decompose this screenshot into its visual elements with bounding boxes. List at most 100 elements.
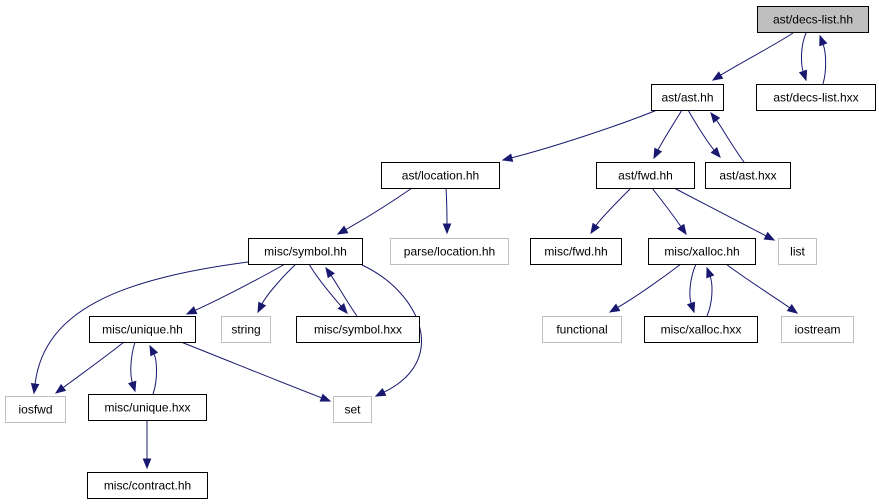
edge-ast-hh-to-fwd-hh (653, 109, 683, 160)
edge-line (687, 109, 715, 151)
edge-symbol-hxx-to-symbol-hh (325, 266, 358, 317)
node-label: ast/location.hh (402, 169, 479, 183)
node-ast-ast-hh[interactable]: ast/ast.hh (651, 84, 724, 111)
node-misc-unique-hh[interactable]: misc/unique.hh (89, 316, 196, 343)
node-box (5, 396, 66, 423)
arrowhead-icon (608, 303, 621, 313)
node-box (705, 162, 791, 189)
node-label: misc/xalloc.hxx (661, 323, 742, 337)
node-list[interactable]: list (778, 238, 817, 265)
node-box (333, 396, 372, 423)
arrowhead-icon (374, 387, 387, 397)
node-box (248, 238, 363, 265)
edge-unique-hh-to-set (180, 341, 332, 402)
edge-line (617, 263, 682, 308)
arrowhead-icon (54, 383, 67, 394)
node-label: iosfwd (18, 403, 52, 417)
arrowhead-icon (319, 393, 332, 402)
arrowhead-icon (763, 231, 776, 241)
node-misc-contract-hh[interactable]: misc/contract.hh (87, 472, 208, 499)
node-misc-symbol-hh[interactable]: misc/symbol.hh (248, 238, 363, 265)
arrowhead-icon (325, 266, 335, 279)
node-label: misc/fwd.hh (544, 245, 607, 259)
arrowhead-icon (442, 223, 452, 235)
edge-fwd-hh-to-misc-fwd-hh (590, 187, 632, 235)
node-ast-ast-hxx[interactable]: ast/ast.hxx (705, 162, 791, 189)
node-set[interactable]: set (333, 396, 372, 423)
node-label: functional (556, 323, 607, 337)
edge-fwd-hh-to-list (673, 187, 776, 241)
edge-unique-hxx-to-unique-hh (149, 344, 159, 395)
edge-unique-hh-to-unique-hxx (128, 341, 137, 393)
node-misc-xalloc-hh[interactable]: misc/xalloc.hh (648, 238, 756, 265)
node-label: misc/symbol.hh (264, 245, 347, 259)
arrowhead-icon (710, 146, 721, 159)
edge-ast-hxx-to-ast-hh (710, 111, 745, 163)
node-box (596, 162, 695, 189)
edge-xalloc-hxx-to-xalloc-hh (706, 266, 715, 317)
node-box (530, 238, 622, 265)
arrowhead-icon (710, 111, 721, 124)
node-box (778, 238, 817, 265)
node-iosfwd[interactable]: iosfwd (5, 396, 66, 423)
node-parse-location-hh[interactable]: parse/location.hh (390, 238, 509, 265)
node-ast-decs-list-hxx[interactable]: ast/decs-list.hxx (756, 84, 876, 111)
node-label: set (344, 403, 361, 417)
node-ast-fwd-hh[interactable]: ast/fwd.hh (596, 162, 695, 189)
node-label: iostream (794, 323, 840, 337)
node-functional[interactable]: functional (542, 316, 622, 343)
node-misc-unique-hxx[interactable]: misc/unique.hxx (88, 394, 207, 421)
node-misc-xalloc-hxx[interactable]: misc/xalloc.hxx (644, 316, 758, 343)
node-label: misc/symbol.hxx (314, 323, 402, 337)
edge-line (345, 187, 413, 231)
arrowhead-icon (337, 302, 348, 315)
edge-symbol-hh-to-iosfwd (30, 261, 249, 395)
edge-xalloc-hh-to-iostream (725, 263, 799, 314)
node-box (221, 316, 271, 343)
node-box (644, 316, 758, 343)
arrowhead-icon (185, 306, 198, 315)
edge-line (62, 341, 125, 389)
edge-unique-hxx-to-contract-hh (142, 419, 152, 470)
edge-line (152, 353, 158, 395)
node-label: ast/ast.hxx (719, 169, 776, 183)
edge-symbol-hh-to-unique-hh (185, 263, 286, 315)
edge-line (308, 263, 342, 307)
edge-decs-list-hh-to-decs-list-hxx (798, 32, 808, 82)
node-label: list (790, 245, 805, 259)
edge-line (330, 275, 358, 317)
edge-line (194, 263, 286, 311)
node-box (296, 316, 420, 343)
node-box (756, 84, 876, 111)
node-misc-symbol-hxx[interactable]: misc/symbol.hxx (296, 316, 420, 343)
arrowhead-icon (653, 147, 663, 160)
arrowhead-icon (501, 153, 514, 162)
node-label: ast/decs-list.hxx (773, 91, 858, 105)
node-box (390, 238, 509, 265)
edge-line (180, 341, 322, 399)
node-ast-decs-list-hh[interactable]: ast/decs-list.hh (757, 6, 869, 33)
edge-xalloc-hh-to-xalloc-hxx (686, 263, 697, 314)
node-misc-fwd-hh[interactable]: misc/fwd.hh (530, 238, 622, 265)
arrowhead-icon (677, 223, 687, 236)
node-box (651, 84, 724, 111)
node-box (757, 6, 869, 33)
edge-line (595, 187, 632, 226)
edge-line (261, 263, 297, 305)
edge-line (511, 109, 658, 159)
node-iostream[interactable]: iostream (781, 316, 854, 343)
node-label: misc/contract.hh (104, 479, 191, 493)
edge-line (716, 119, 745, 163)
edge-line (651, 187, 682, 227)
node-box (781, 316, 854, 343)
node-ast-location-hh[interactable]: ast/location.hh (381, 162, 500, 189)
arrowhead-icon (30, 383, 40, 395)
edge-line (822, 44, 827, 85)
arrowhead-icon (686, 301, 696, 314)
node-label: ast/fwd.hh (618, 169, 673, 183)
arrowhead-icon (590, 222, 600, 235)
edge-ast-hh-to-location-hh (501, 109, 658, 162)
edge-symbol-hh-to-string (257, 263, 297, 314)
node-string[interactable]: string (221, 316, 271, 343)
